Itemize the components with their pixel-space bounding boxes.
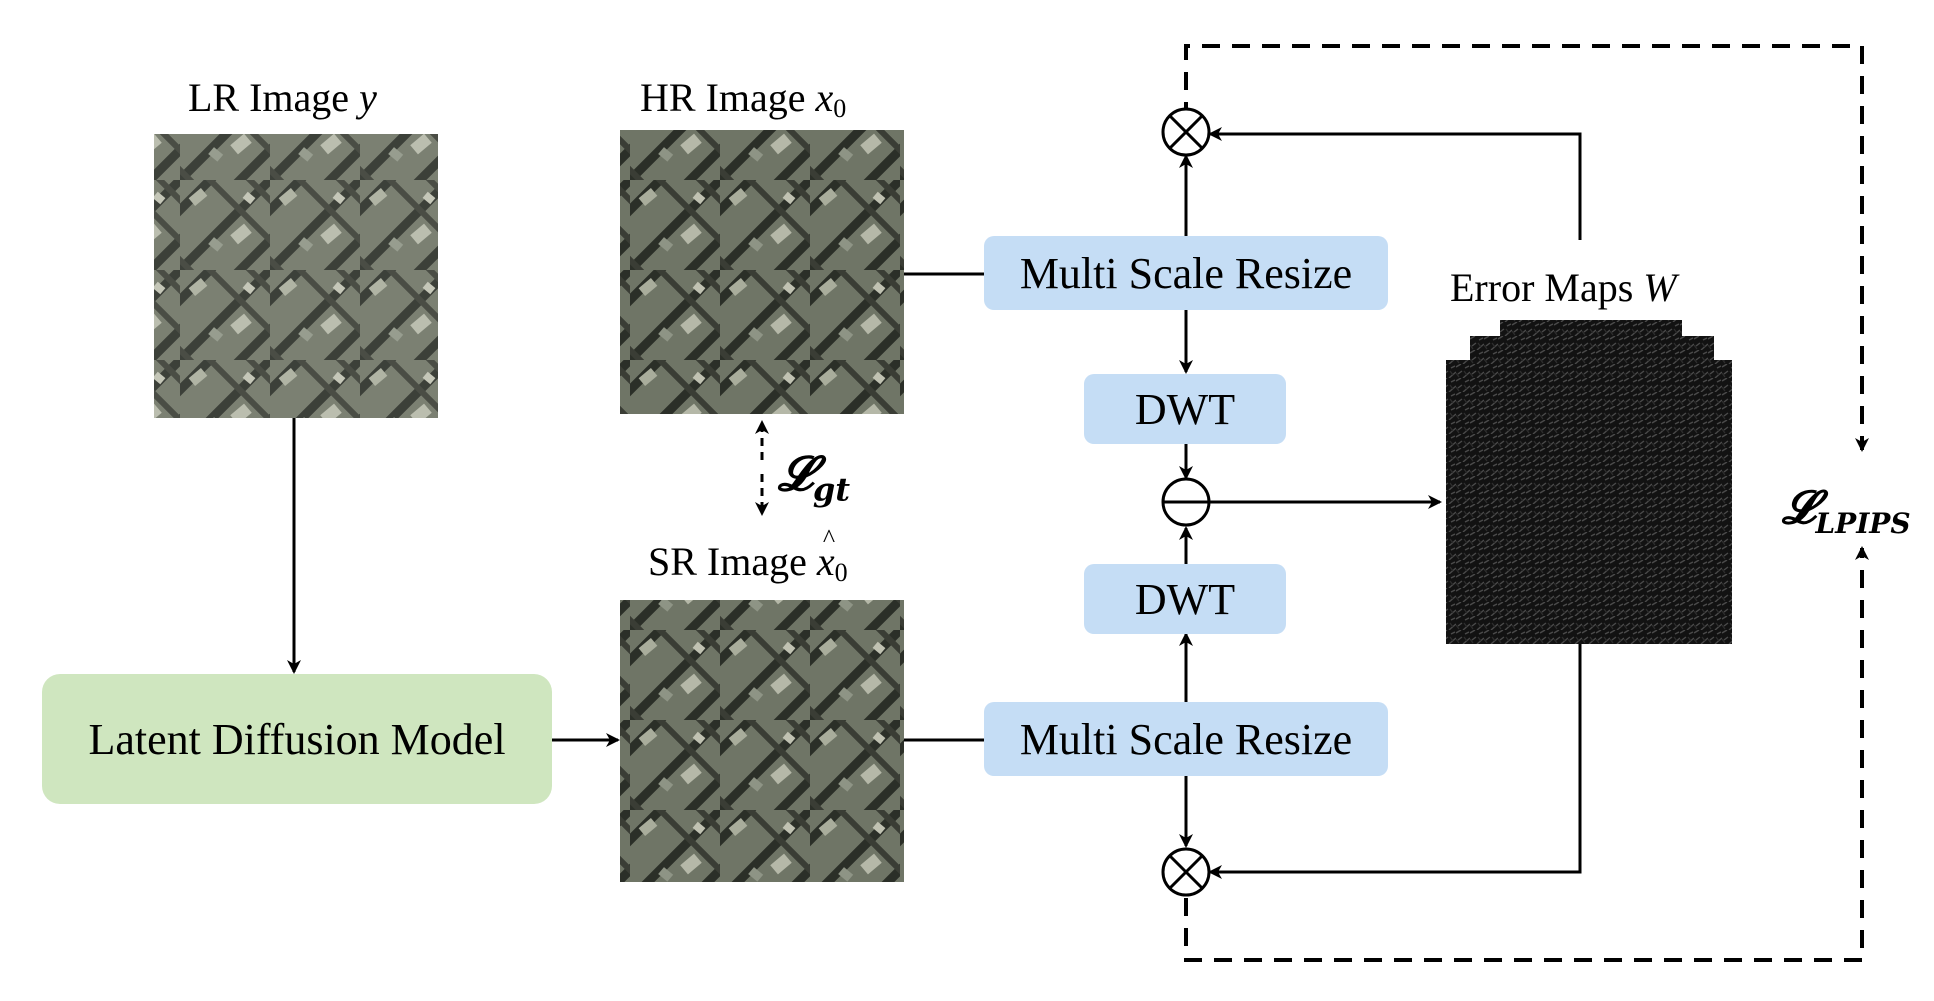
hr-image bbox=[620, 130, 904, 414]
error-maps-stack bbox=[1446, 320, 1732, 644]
lpips-loss-label: 𝓛LPIPS bbox=[1782, 484, 1911, 538]
solid-connectors bbox=[287, 127, 1582, 879]
latent-diffusion-model: Latent Diffusion Model bbox=[42, 674, 552, 804]
hr-image-label: HR Image bbox=[640, 75, 806, 120]
subtract-operator bbox=[1161, 477, 1211, 527]
gt-loss-symbol: 𝓛 bbox=[778, 446, 813, 502]
error-maps-symbol: W bbox=[1643, 265, 1677, 310]
lr-image bbox=[154, 134, 438, 418]
lr-image-symbol: y bbox=[359, 75, 377, 120]
lpips-feedback-loop bbox=[1184, 44, 1869, 962]
hr-image-title: HR Image x0 bbox=[640, 78, 846, 122]
error-maps-title: Error Maps W bbox=[1450, 268, 1677, 308]
sr-image-subscript: 0 bbox=[834, 558, 848, 587]
lpips-loss-subscript: LPIPS bbox=[1815, 507, 1911, 541]
multiply-operator-bottom bbox=[1161, 847, 1211, 897]
dwt-top: DWT bbox=[1084, 374, 1286, 444]
sr-image bbox=[620, 600, 904, 882]
multi-scale-resize-bottom: Multi Scale Resize bbox=[984, 702, 1388, 776]
sr-image-label: SR Image bbox=[648, 539, 807, 584]
multiply-operator-top bbox=[1161, 107, 1211, 157]
lr-image-title: LR Image y bbox=[188, 78, 377, 118]
gt-loss-subscript: gt bbox=[812, 470, 851, 509]
multi-scale-resize-top: Multi Scale Resize bbox=[984, 236, 1388, 310]
lr-image-label: LR Image bbox=[188, 75, 350, 120]
sr-image-title: SR Image x0 bbox=[648, 526, 848, 587]
error-maps-label: Error Maps bbox=[1450, 265, 1634, 310]
hr-image-symbol: x bbox=[815, 75, 834, 120]
hr-image-subscript: 0 bbox=[833, 94, 847, 123]
sr-image-symbol: x bbox=[817, 526, 835, 582]
gt-loss-label: 𝓛gt bbox=[778, 450, 850, 506]
lpips-loss-symbol: 𝓛 bbox=[1782, 480, 1816, 534]
dwt-bottom: DWT bbox=[1084, 564, 1286, 634]
